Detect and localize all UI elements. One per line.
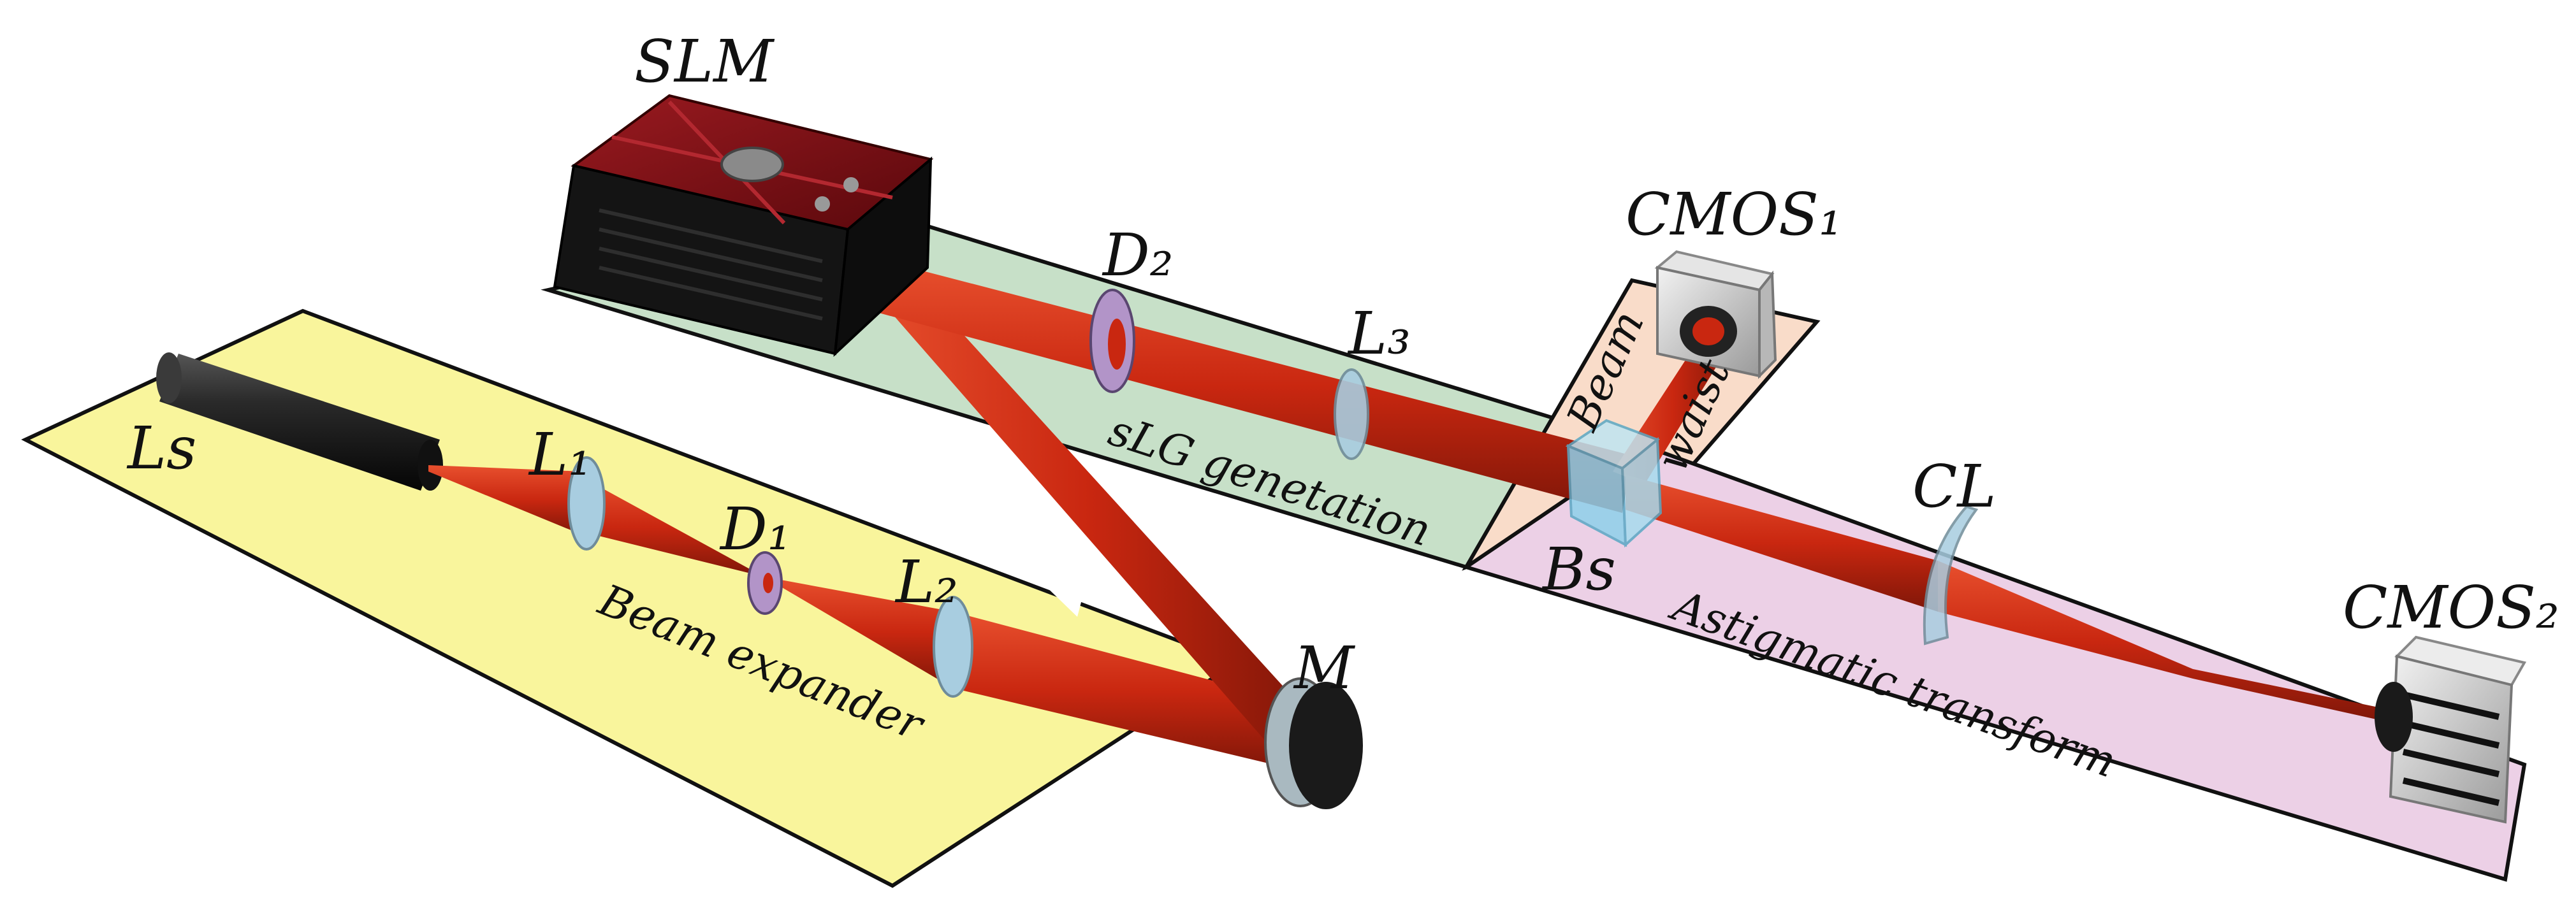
label-l2: L₂ (894, 548, 958, 616)
slm-device (553, 94, 934, 357)
beam-segment-d1-l2 (764, 577, 953, 688)
label-cmos1: CMOS₁ (1626, 180, 1842, 249)
camera-cmos2 (2375, 635, 2527, 824)
beam-segment-cl-cmos2 (1938, 561, 2394, 723)
lens-l2 (933, 596, 973, 698)
beam-segment-m-slm (857, 274, 1320, 752)
lens-l1 (567, 456, 606, 551)
label-ls: Ls (126, 414, 196, 482)
beam-segment-bs-cl (1626, 475, 1938, 612)
beam-segment-l1-d1 (583, 478, 764, 577)
label-d1: D₁ (719, 495, 791, 563)
label-cmos2: CMOS₂ (2343, 573, 2559, 642)
beam-splitter-bs (1565, 419, 1663, 548)
label-l1: L₁ (528, 421, 592, 489)
beam-segment-slm-bs (877, 261, 1632, 513)
beam-segment-ls-l1 (428, 465, 583, 535)
beam-segment-l2-m (953, 612, 1313, 771)
label-slm: SLM (634, 27, 775, 96)
diaphragm-d2 (1089, 289, 1135, 393)
mirror-m (1264, 677, 1363, 809)
cylindrical-lens-cl (1923, 505, 1979, 645)
lens-l3 (1334, 368, 1369, 460)
label-m: M (1293, 634, 1356, 702)
diaphragm-d1 (747, 551, 783, 615)
label-cl: CL (1912, 452, 1997, 521)
label-d2: D₂ (1102, 221, 1174, 289)
expander-notch (848, 395, 1084, 617)
camera-cmos1 (1654, 250, 1777, 379)
laser-source (156, 352, 443, 491)
label-l3: L₃ (1347, 299, 1411, 368)
label-bs: Bs (1541, 535, 1616, 603)
